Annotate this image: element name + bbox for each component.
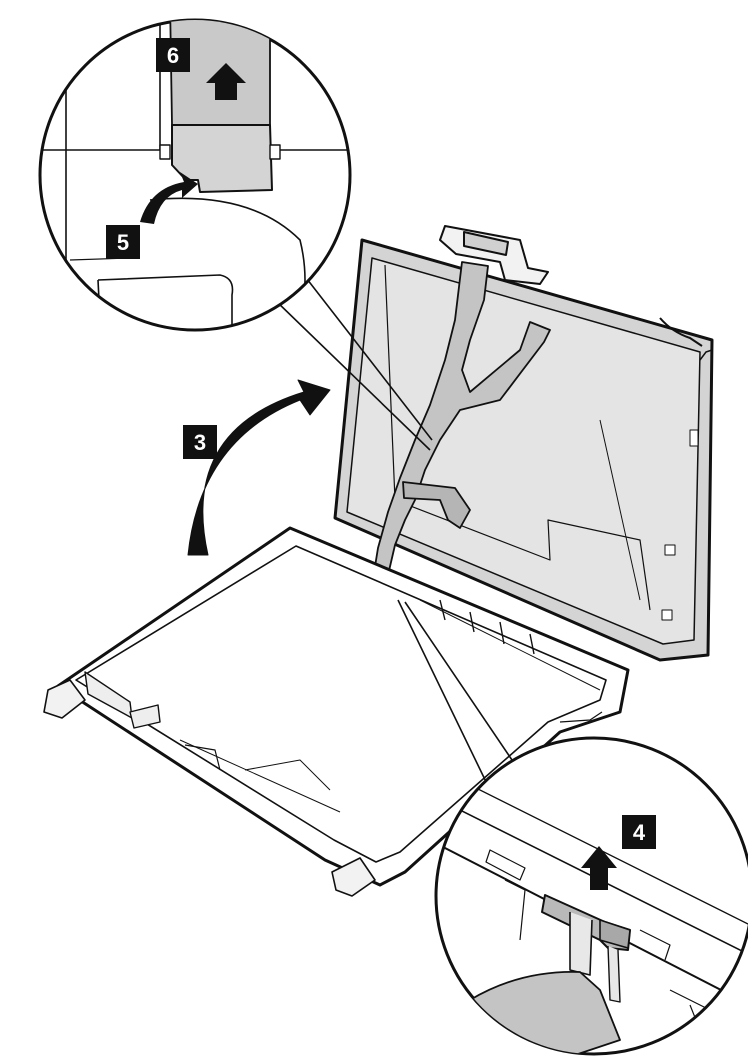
- step-4-up-arrow: [581, 846, 617, 890]
- step-3-arrow: [187, 379, 331, 556]
- svg-text:5: 5: [117, 230, 129, 255]
- svg-text:6: 6: [167, 43, 179, 68]
- step-6-up-arrow: [206, 63, 246, 100]
- step-5-curved-arrow: [140, 172, 198, 224]
- step-6-badge: 6: [156, 38, 190, 72]
- callout-lines: [274, 269, 513, 791]
- zoom-circle-bottom: [434, 736, 748, 1056]
- step-4-badge: 4: [622, 815, 656, 849]
- panel-bracket: [439, 225, 549, 285]
- step-3-badge: 3: [183, 425, 217, 459]
- svg-text:4: 4: [633, 820, 646, 845]
- lcd-panel: [333, 238, 714, 662]
- zoom-circle-top: [38, 18, 352, 332]
- svg-text:3: 3: [194, 430, 206, 455]
- lcd-cable: [371, 261, 551, 589]
- step-5-badge: 5: [106, 225, 140, 259]
